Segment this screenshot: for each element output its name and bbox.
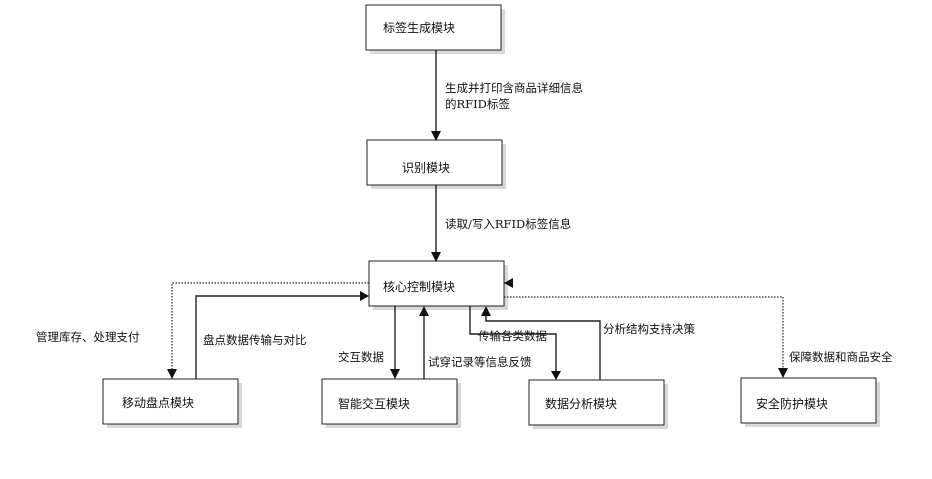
- edge-label-security: 保障数据和商品安全: [789, 350, 893, 364]
- edge-label-generation-line1: 生成并打印含商品详细信息: [445, 81, 583, 95]
- edge-core-to-mobile: [167, 283, 369, 379]
- node-smart-interaction: 智能交互模块: [322, 379, 461, 428]
- edge-label-transfer-data: 传输各类数据: [478, 329, 547, 343]
- node-mobile-inventory: 移动盘点模块: [103, 379, 242, 428]
- arrowhead-icon: [390, 369, 400, 379]
- node-recognition: 识别模块: [367, 140, 506, 189]
- edge-label-interaction-data: 交互数据: [338, 350, 384, 364]
- arrowhead-icon: [167, 369, 177, 379]
- edge-label-feedback: 试穿记录等信息反馈: [428, 355, 532, 369]
- edge-label-manage-inventory: 管理库存、处理支付: [36, 330, 140, 344]
- node-security-protection: 安全防护模块: [741, 378, 880, 427]
- node-core-control-text: 核心控制模块: [383, 280, 455, 294]
- node-label-generation: 标签生成模块: [366, 5, 505, 54]
- edge-label-read-write: 读取/写入RFID标签信息: [445, 217, 571, 231]
- node-core-control: 核心控制模块: [369, 261, 508, 310]
- node-data-analysis-text: 数据分析模块: [545, 396, 617, 411]
- node-data-analysis: 数据分析模块: [529, 380, 668, 429]
- node-recognition-text: 识别模块: [402, 161, 450, 175]
- edge-generation-to-recognition: [431, 50, 441, 141]
- node-smart-interaction-text: 智能交互模块: [338, 396, 410, 411]
- node-mobile-inventory-text: 移动盘点模块: [122, 395, 194, 410]
- edge-label-decision-support: 分析结构支持决策: [603, 322, 695, 336]
- edge-core-to-smart: [390, 306, 400, 379]
- edge-label-generation-line2: 的RFID标签: [445, 97, 510, 111]
- arrowhead-icon: [360, 291, 369, 301]
- arrowhead-icon: [778, 368, 788, 378]
- node-security-protection-text: 安全防护模块: [756, 396, 828, 411]
- edge-recognition-to-core: [431, 185, 441, 262]
- node-label-generation-text: 标签生成模块: [383, 20, 455, 35]
- edge-label-inventory-transfer: 盘点数据传输与对比: [203, 333, 307, 347]
- arrowhead-icon: [551, 371, 561, 380]
